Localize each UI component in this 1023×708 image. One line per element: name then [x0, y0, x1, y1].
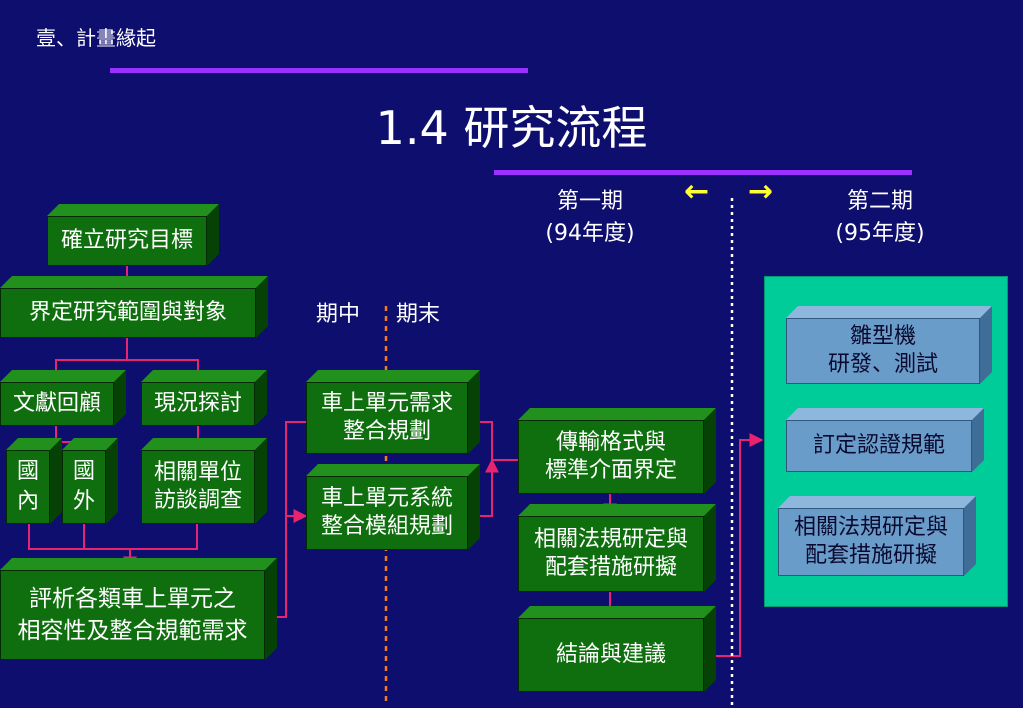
box-foreign-char1: 國 — [73, 459, 96, 484]
box-transfer-line1: 傳輸格式與 — [555, 430, 666, 455]
box-conclusion: 結論與建議 — [518, 606, 716, 692]
phase1-line2: (94年度) — [545, 221, 635, 246]
box-unit-requirement: 車上單元需求整合規劃 — [306, 370, 480, 454]
box-interview: 相關單位訪談調查 — [141, 438, 267, 524]
milestone-mid: 期中 — [316, 302, 361, 327]
link-analysis-units — [277, 421, 306, 618]
box-scope-label: 界定研究範圍與對象 — [28, 300, 227, 325]
box-literature: 文獻回顧 — [0, 370, 126, 426]
right-arrow-icon: → — [748, 174, 774, 209]
box-certification-label: 訂定認證規範 — [812, 433, 945, 458]
box-unit-req-line2: 整合規劃 — [342, 419, 431, 444]
box-transfer: 傳輸格式與標準介面界定 — [518, 408, 716, 494]
header-rule-left — [110, 68, 528, 73]
link-conclusion-phase2 — [700, 433, 764, 657]
box-analysis: 評析各類車上單元之相容性及整合規範需求 — [0, 558, 277, 660]
box-objective: 確立研究目標 — [47, 204, 219, 266]
box-status-label: 現況探討 — [153, 391, 242, 416]
box-literature-label: 文獻回顧 — [12, 391, 101, 416]
box-prototype: 雛型機研發、測試 — [786, 306, 992, 384]
box-foreign: 國外 — [62, 438, 118, 524]
box-analysis-line1: 評析各類車上單元之 — [29, 586, 236, 612]
box-certification: 訂定認證規範 — [786, 408, 984, 472]
box-phase2-regulation: 相關法規研定與配套措施研擬 — [778, 496, 976, 576]
box-prototype-line2: 研發、測試 — [827, 352, 938, 377]
box-interview-line2: 訪談調查 — [153, 488, 242, 513]
left-arrow-icon: ← — [684, 174, 710, 209]
box-status: 現況探討 — [141, 370, 267, 426]
box-unit-sys-line2: 整合模組規劃 — [320, 514, 453, 539]
box-phase2-regulation-line1: 相關法規研定與 — [793, 515, 948, 540]
box-domestic-char1: 國 — [17, 459, 40, 484]
box-unit-sys-line1: 車上單元系統 — [320, 486, 453, 511]
header-rule-right — [494, 170, 912, 175]
box-interview-line1: 相關單位 — [153, 460, 242, 485]
box-phase2-regulation-line2: 配套措施研擬 — [804, 543, 937, 568]
phase1-line1: 第一期 — [556, 189, 623, 214]
box-analysis-line2: 相容性及整合規範需求 — [17, 618, 248, 644]
phase2-line1: 第二期 — [846, 189, 913, 214]
box-domestic: 國內 — [6, 438, 62, 524]
box-regulation: 相關法規研定與配套措施研擬 — [518, 504, 716, 592]
phase2-label: 第二期 (95年度) — [810, 186, 950, 250]
box-regulation-line2: 配套措施研擬 — [544, 555, 677, 580]
phase2-line2: (95年度) — [835, 221, 925, 246]
box-regulation-line1: 相關法規研定與 — [533, 527, 688, 552]
milestone-end: 期末 — [396, 302, 441, 327]
section-heading: 壹、計畫緣起 — [36, 26, 156, 50]
box-objective-label: 確立研究目標 — [60, 228, 193, 253]
box-scope: 界定研究範圍與對象 — [0, 276, 268, 338]
box-domestic-char2: 內 — [17, 489, 40, 514]
box-prototype-line1: 雛型機 — [849, 324, 916, 349]
box-transfer-line2: 標準介面界定 — [544, 458, 677, 483]
box-unit-system: 車上單元系統整合模組規劃 — [306, 464, 480, 550]
slide-title: 1.4 研究流程 — [375, 101, 648, 155]
phase1-label: 第一期 (94年度) — [520, 186, 660, 250]
link-units-transfer — [480, 421, 518, 517]
box-conclusion-label: 結論與建議 — [555, 642, 666, 667]
box-foreign-char2: 外 — [73, 489, 96, 514]
box-unit-req-line1: 車上單元需求 — [320, 391, 453, 416]
